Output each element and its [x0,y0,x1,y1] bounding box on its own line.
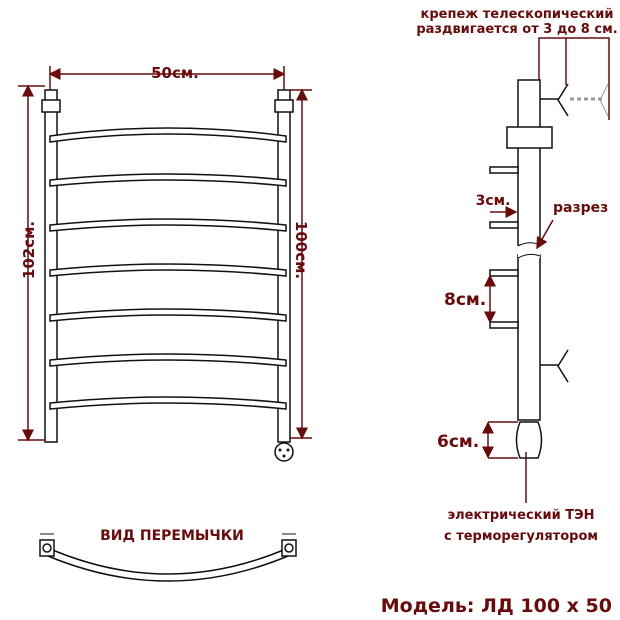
mount-label-2: раздвигается от 3 до 8 см. [416,22,617,37]
jumper-bar [47,546,289,582]
right-cap [274,99,294,113]
mount-bracket [506,126,553,149]
mount-range-bracket-line [538,37,610,120]
left-fitting [39,533,55,557]
width-label: 50см. [151,64,199,82]
front-view: 50см. 102см. 100см. [18,64,312,462]
right-post [277,89,291,443]
jumper-view: ВИД ПЕРЕМЫЧКИ [39,528,297,582]
connection-stub [489,221,519,229]
mount-label-1: крепеж телескопический [421,7,614,22]
left-post [44,89,58,443]
connection-stub [489,321,519,329]
heater-len-label: 6см. [437,432,479,452]
side-view: крепеж телескопический раздвигается от 3… [416,7,617,544]
left-cap [41,99,61,113]
lower-pipe [517,254,541,421]
wall-gap-label: 3см. [476,193,511,209]
heater-label-2: с терморегулятором [444,529,598,544]
height-axis-label: 100см. [292,221,310,279]
connection-stub [489,166,519,174]
width-dimension [48,66,286,90]
jumper-view-label: ВИД ПЕРЕМЫЧКИ [100,528,244,544]
rung [49,308,287,322]
rung [49,263,287,277]
heater-label-1: электрический ТЭН [447,508,594,523]
pipe-gap-label: 8см. [444,290,486,310]
section-label: разрез [553,200,608,216]
rung [49,173,287,187]
heater-body [515,421,543,459]
upper-pipe [517,79,541,246]
height-axis-dimension [290,88,312,440]
heater-plug-icon [274,442,294,462]
rungs [49,127,287,410]
rung [49,218,287,232]
heater-len-dimension [482,421,518,459]
lower-valve [540,349,569,383]
rung [49,353,287,367]
upper-valve [540,83,569,117]
height-total-label: 102см. [20,221,38,279]
model-label: Модель: ЛД 100 х 50 [381,595,612,617]
section-pointer [536,219,554,250]
connection-stub [489,269,519,277]
right-fitting [281,533,297,557]
height-total-dimension [18,84,45,442]
rung [49,396,287,410]
rung [49,127,287,143]
telescopic-extension [570,83,609,117]
